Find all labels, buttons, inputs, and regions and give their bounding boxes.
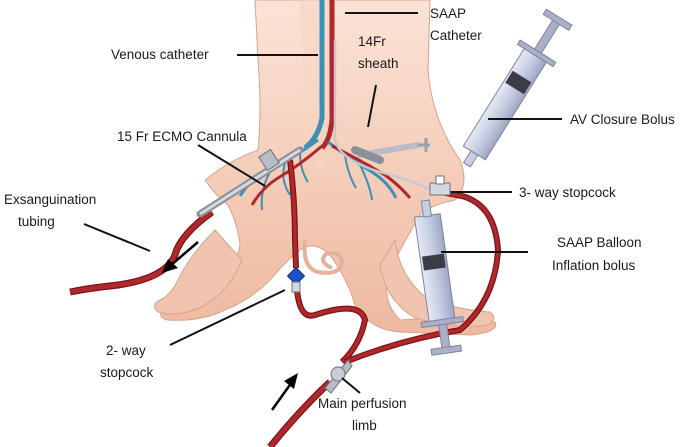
saap-balloon-syringe [413, 199, 465, 356]
sheath-hub [351, 146, 384, 164]
right-iliac-artery [331, 144, 412, 199]
leader-lines [83, 12, 562, 394]
connector-ring [330, 366, 346, 382]
exsanguination-flow-arrowhead [162, 259, 178, 273]
ecmo-cannula-leader [197, 144, 266, 187]
ecmo-cannula-label: 15 Fr ECMO Cannula [117, 129, 247, 144]
perfusion-flow-arrow-shaft [270, 381, 294, 411]
sheath-sideport [418, 138, 430, 152]
saap-syringe-thumb [430, 344, 463, 356]
two-way-stopcock-label-line-2: stopcock [100, 365, 154, 380]
two-way-stopcock-leader [169, 289, 286, 346]
saap-syringe-stopper [422, 253, 446, 271]
saap-balloon-label-line-1: SAAP Balloon [557, 235, 642, 250]
sheath-label-line-2: sheath [358, 56, 399, 71]
exsanguination-label-line-1: Exsanguination [4, 192, 96, 207]
torso [160, 0, 497, 336]
venous-catheter-label: Venous catheter [111, 47, 209, 62]
saap-return-loop-fill [344, 190, 500, 364]
exsanguination-label-line-2: tubing [18, 214, 55, 229]
perfusion-flow-arrowhead [284, 373, 298, 389]
two-way-stopcock-body [291, 281, 301, 293]
av-syringe-barrel [462, 43, 550, 161]
ecmo-line-to-stopcock-fill [288, 159, 298, 269]
ecmo-cannula [196, 146, 304, 218]
exsanguination-flow-arrow-shaft [169, 241, 199, 267]
av-syringe-thumb [542, 8, 573, 31]
labels: SAAP Catheter Venous catheter 14Fr sheat… [4, 6, 675, 433]
av-syringe-tip [462, 150, 479, 168]
ecmo-hub [258, 148, 280, 172]
sheath-14fr [351, 138, 430, 164]
two-way-stopcock-label-line-1: 2- way [106, 343, 146, 358]
three-way-stopcock [429, 175, 451, 196]
perfusion-connector [324, 359, 353, 394]
tail [302, 239, 345, 275]
left-branch-vein-3 [299, 151, 309, 183]
two-way-stopcock-valve [286, 266, 306, 286]
exsanguination-tube-fill [69, 210, 214, 295]
saap-catheter-line [333, 40, 433, 192]
left-branch-vein-2 [282, 162, 291, 196]
three-way-stopcock-handle [435, 175, 445, 185]
three-way-stopcock-body [429, 182, 451, 196]
ecmo-cannula-highlight [199, 148, 301, 216]
saap-catheter-label-line-2: Catheter [430, 28, 482, 43]
saap-catheter-label-line-1: SAAP [430, 6, 466, 21]
av-closure-syringe [462, 8, 573, 168]
av-syringe-stopper [505, 70, 532, 95]
sheath-label-line-1: 14Fr [358, 34, 386, 49]
right-branch-vein-1 [344, 154, 357, 189]
swine-anatomy [154, 0, 497, 336]
right-branch-vein-2 [359, 164, 373, 201]
left-leg [154, 229, 243, 315]
two-way-stopcock [286, 266, 306, 293]
main-perfusion-leader [341, 377, 361, 394]
three-way-stopcock-label: 3- way stopcock [519, 185, 616, 200]
tubing [69, 159, 502, 447]
saap-syringe-tip [420, 199, 433, 218]
sheath-leader [367, 84, 377, 128]
aorta [320, 0, 335, 150]
main-perfusion-tube-fill [268, 380, 332, 447]
main-perfusion-label-line-2: limb [352, 418, 377, 433]
perfusion-line-from-stopcock-fill [295, 289, 367, 364]
saap-syringe-flange [420, 316, 465, 328]
saap-balloon-label-line-2: Inflation bolus [552, 258, 636, 273]
main-perfusion-label-line-1: Main perfusion [318, 396, 407, 411]
av-closure-bolus-label: AV Closure Bolus [570, 112, 675, 127]
flow-arrows [162, 241, 298, 411]
exsanguination-leader [83, 223, 151, 252]
av-syringe-flange [516, 39, 557, 68]
left-iliac-artery [250, 144, 323, 206]
right-leg [379, 238, 495, 327]
